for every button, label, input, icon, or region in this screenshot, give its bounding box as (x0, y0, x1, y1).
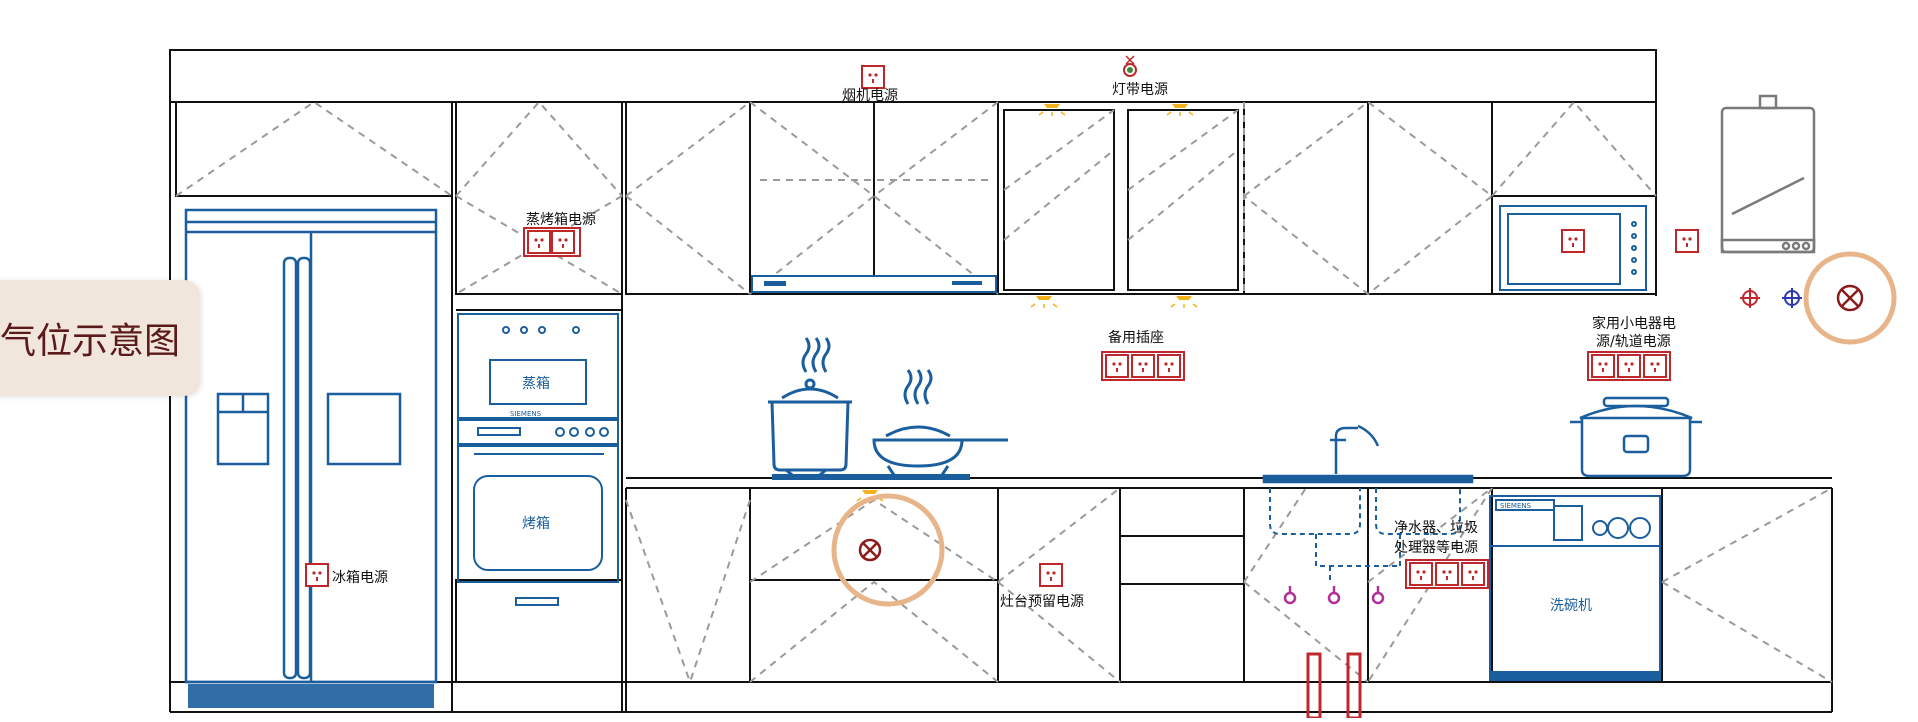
microwave (1499, 205, 1647, 291)
cabinet-outline (169, 49, 1833, 713)
label-water-purifier-power: 净水器、垃圾 (1394, 520, 1478, 536)
label-steam-oven-power: 蒸烤箱电源 (526, 212, 596, 228)
sink-basin-dashed (1269, 488, 1461, 580)
dishwasher (1489, 495, 1661, 681)
drain-pipe (1306, 652, 1362, 720)
label-small-appliance-power-2: 源/轨道电源 (1596, 334, 1671, 350)
socket-icon (305, 65, 1699, 589)
page-title: 气位示意图 (0, 321, 180, 362)
label-light-strip-power: 灯带电源 (1112, 82, 1168, 98)
label-fridge-power: 冰箱电源 (332, 570, 388, 586)
steam-oven-column (457, 313, 619, 606)
cookware (768, 337, 1008, 480)
label-spare-socket: 备用插座 (1108, 329, 1164, 346)
brand-steamer: SIEMENS (510, 410, 542, 418)
label-stove-reserve-power: 灶台预留电源 (1000, 594, 1084, 610)
label-water-purifier-power-2: 处理器等电源 (1394, 539, 1478, 556)
label-small-appliance-power: 家用小电器电 (1592, 315, 1676, 332)
water-valve-icon (1283, 586, 1385, 605)
label-hood-power: 烟机电源 (842, 88, 898, 104)
rice-cooker (1570, 396, 1702, 478)
dashed-door-lines (175, 100, 1833, 683)
label-steamer: 蒸箱 (522, 376, 550, 392)
label-oven: 烤箱 (522, 516, 550, 532)
label-dishwasher: 洗碗机 (1550, 598, 1592, 614)
crosshair-icon (1740, 288, 1802, 308)
range-hood (751, 179, 997, 293)
gas-meter-circle-icon (831, 251, 1897, 607)
sink (1262, 424, 1474, 484)
refrigerator (184, 208, 438, 684)
page-title-tab: 气位示意图 (0, 280, 200, 396)
brand-dishwasher: SIEMENS (1500, 502, 1532, 510)
light-strip-indicator-icon (1123, 55, 1137, 77)
water-heater-icon (1720, 94, 1816, 254)
